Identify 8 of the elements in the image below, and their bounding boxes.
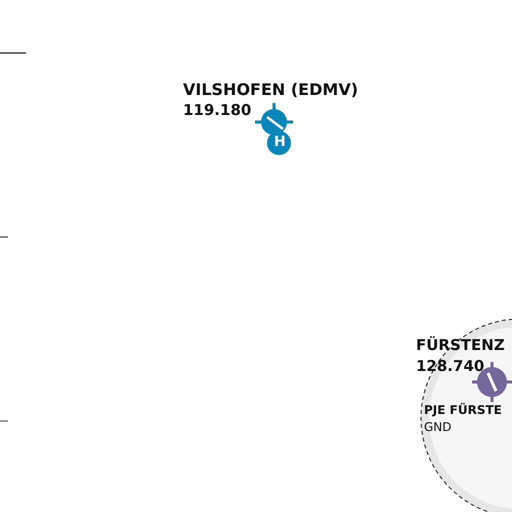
- place-name: FÜRSTENZ: [416, 336, 505, 354]
- station-label: PJE FÜRSTE: [424, 403, 502, 417]
- place-name: VILSHOFEN (EDMV): [183, 80, 358, 99]
- airspace-zone: [416, 318, 512, 512]
- frequency-label: 119.180: [183, 101, 252, 119]
- frequency-label: 128.740: [416, 357, 484, 375]
- service-label: GND: [424, 420, 452, 434]
- heliport-letter: H: [274, 134, 286, 150]
